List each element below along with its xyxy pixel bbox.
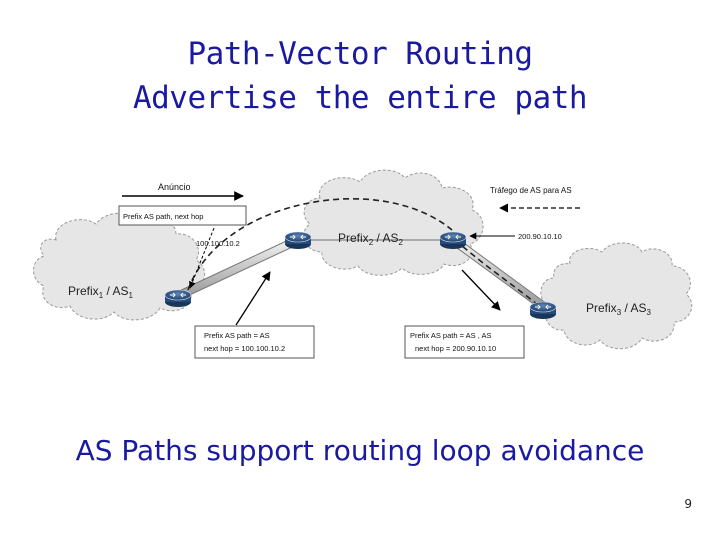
router-r3 xyxy=(529,301,557,319)
cloud-as1 xyxy=(33,212,205,321)
info-box-right-line2: next hop = 200.90.10.10 xyxy=(415,344,496,353)
cloud-as3-label: Prefix3 / AS3 xyxy=(586,301,652,317)
info-box-left: Prefix AS path = AS next hop = 100.100.1… xyxy=(194,325,315,359)
traffic-legend: Tráfego de AS para AS xyxy=(490,186,580,213)
cloud-as3 xyxy=(540,242,693,350)
link-r1-r2 xyxy=(173,235,303,301)
announcement-box xyxy=(118,205,247,226)
traffic-label: Tráfego de AS para AS xyxy=(490,186,572,195)
slide-caption: AS Paths support routing loop avoidance xyxy=(75,434,645,467)
router-r2a xyxy=(284,231,312,249)
info-box-right-line1: Prefix AS path = AS , AS xyxy=(410,331,492,340)
announcement-box-text: Prefix AS path, next hop xyxy=(123,212,203,221)
page-number: 9 xyxy=(684,497,692,511)
router-r2b xyxy=(439,231,467,249)
ip-label-right: 200.90.10.10 xyxy=(518,232,562,241)
info-box-right-arrow xyxy=(461,269,501,311)
info-box-left-line2: next hop = 100.100.10.2 xyxy=(204,344,285,353)
title-line-2: Advertise the entire path xyxy=(132,80,588,116)
announcement-label: Anúncio xyxy=(158,182,191,192)
slide-title: Path-Vector Routing Advertise the entire… xyxy=(0,32,720,120)
router-r1 xyxy=(164,289,192,307)
dashed-arc-right xyxy=(454,239,539,306)
info-box-left-line1: Prefix AS path = AS xyxy=(204,331,270,340)
link-r2-r3 xyxy=(448,235,548,311)
cloud-as1-label: Prefix1 / AS1 xyxy=(68,284,134,300)
announcement-legend: Anúncio Prefix AS path, next hop xyxy=(118,182,247,226)
info-box-left-arrow xyxy=(235,271,271,326)
path-vector-diagram: Anúncio Prefix AS path, next hop Tráfego… xyxy=(33,169,693,359)
cloud-as2 xyxy=(303,169,484,276)
ip-label-left: 100.100.10.2 xyxy=(196,239,240,248)
info-box-right: Prefix AS path = AS , AS next hop = 200.… xyxy=(404,325,525,359)
title-line-1: Path-Vector Routing xyxy=(187,36,533,72)
announce-pointer xyxy=(189,227,215,289)
dashed-arc-top xyxy=(187,198,453,291)
cloud-as2-label: Prefix2 / AS2 xyxy=(338,231,404,247)
